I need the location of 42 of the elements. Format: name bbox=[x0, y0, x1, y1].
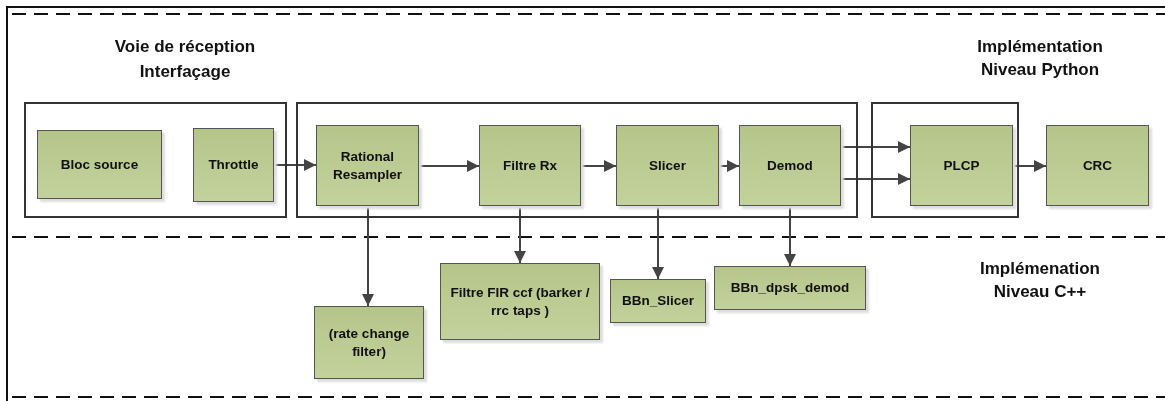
arrow bbox=[840, 141, 911, 153]
section-heading: Implémenation Niveau C++ bbox=[979, 258, 1101, 303]
arrow bbox=[514, 205, 526, 264]
group-frame bbox=[296, 102, 858, 218]
arrow bbox=[418, 160, 480, 172]
process-box bbox=[1046, 125, 1149, 206]
box-label: Rational Resampler bbox=[331, 147, 403, 184]
arrow bbox=[652, 205, 664, 280]
arrow bbox=[718, 160, 740, 172]
section-heading: Implémentation Niveau Python bbox=[976, 36, 1104, 81]
box-label: BBn_Slicer bbox=[621, 292, 695, 310]
box-label: Filtre Rx bbox=[502, 156, 558, 175]
box-label: Bloc source bbox=[59, 155, 140, 174]
arrow bbox=[580, 160, 617, 172]
process-box bbox=[610, 279, 706, 323]
arrow bbox=[840, 173, 911, 185]
box-label: PLCP bbox=[942, 156, 981, 175]
process-box bbox=[314, 306, 424, 379]
arrow bbox=[1012, 160, 1047, 172]
box-label: CRC bbox=[1081, 156, 1114, 175]
box-label: Throttle bbox=[207, 156, 260, 174]
section-heading: Interfaçage bbox=[138, 61, 232, 83]
process-box bbox=[316, 125, 419, 206]
process-box bbox=[440, 263, 600, 340]
group-frame bbox=[871, 102, 1019, 218]
process-box bbox=[479, 125, 581, 206]
arrow bbox=[784, 205, 796, 267]
process-box bbox=[616, 125, 719, 206]
process-box bbox=[193, 128, 274, 202]
group-frame bbox=[24, 102, 287, 218]
arrow bbox=[273, 159, 317, 171]
process-box bbox=[714, 266, 866, 310]
process-box bbox=[910, 125, 1013, 206]
box-label: Demod bbox=[766, 156, 814, 175]
section-heading: Voie de réception bbox=[113, 36, 257, 58]
box-label: (rate change filter) bbox=[327, 324, 411, 361]
process-box bbox=[739, 125, 841, 206]
arrow bbox=[362, 205, 374, 307]
box-label: Filtre FIR ccf (barker / rrc taps ) bbox=[449, 283, 591, 320]
box-label: Slicer bbox=[648, 156, 687, 175]
process-box bbox=[37, 130, 162, 199]
box-label: BBn_dpsk_demod bbox=[729, 279, 851, 297]
